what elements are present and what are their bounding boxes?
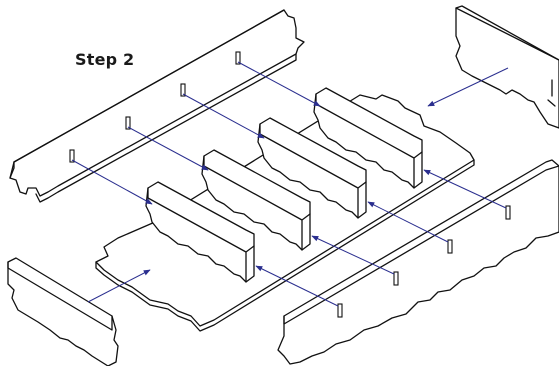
wall-slot <box>393 271 399 286</box>
left-end-wall <box>7 257 119 366</box>
step-label: Step 2 <box>75 50 135 69</box>
insert-arrow <box>182 93 265 139</box>
front-wall <box>277 159 559 365</box>
wall-slot <box>180 83 186 97</box>
wall-slot <box>337 303 343 318</box>
wall-slot <box>235 51 241 65</box>
insert-arrow <box>255 265 339 307</box>
divider <box>257 117 367 219</box>
insert-arrow <box>311 235 395 275</box>
insert-arrow <box>87 269 151 303</box>
insert-arrow <box>423 169 507 209</box>
insert-arrow <box>427 67 509 107</box>
assembly-arrows <box>71 61 509 307</box>
insert-arrow <box>237 61 321 107</box>
insert-arrow <box>367 201 449 243</box>
insert-arrow <box>127 126 209 171</box>
divider <box>313 87 423 189</box>
wall-slot <box>69 149 75 163</box>
insert-arrow <box>71 159 153 205</box>
wall-slot <box>505 205 511 220</box>
divider <box>201 149 311 251</box>
wall-slot <box>125 116 131 130</box>
right-end-wall <box>455 5 559 129</box>
back-wall <box>9 9 305 203</box>
divider <box>145 181 255 283</box>
wall-slot <box>447 239 453 254</box>
